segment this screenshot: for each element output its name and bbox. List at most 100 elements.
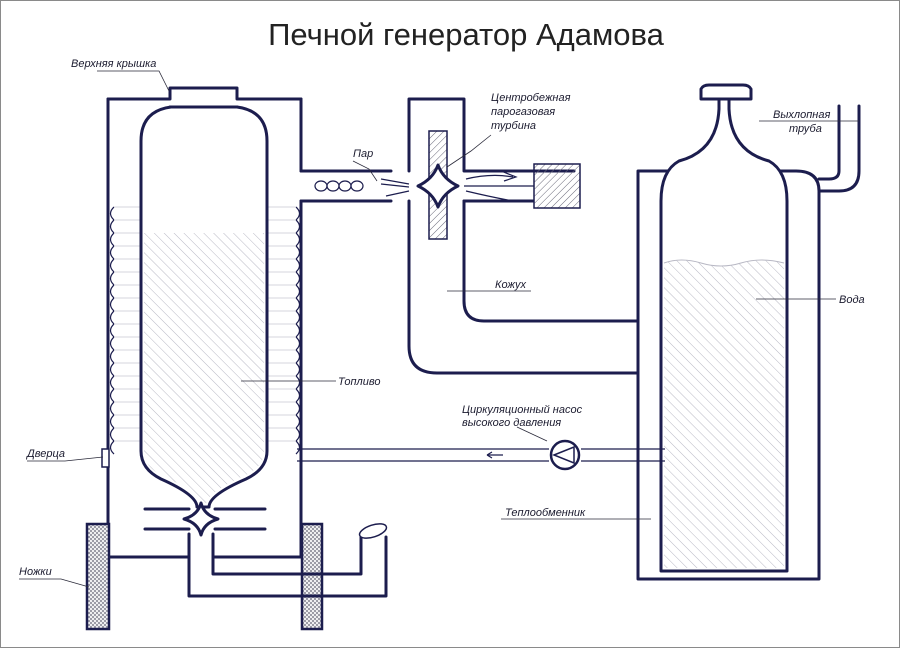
label-steam: Пар — [353, 148, 373, 160]
coil-left — [109, 206, 143, 455]
water-fill — [664, 260, 784, 568]
steam-line — [299, 169, 410, 203]
coil-loop — [295, 375, 301, 390]
coil-loop — [109, 297, 115, 312]
coil-loop — [295, 219, 301, 234]
steam-coil-loop — [314, 180, 328, 192]
coil-loop — [295, 245, 301, 260]
coil-loop — [295, 440, 301, 455]
turbine-exit-arrows — [465, 170, 518, 202]
label-exhaust-1: Выхлопная — [773, 109, 830, 121]
stove — [85, 86, 388, 631]
coil-loop — [109, 401, 115, 416]
nozzle-star — [182, 501, 220, 537]
leg-right — [300, 522, 324, 631]
pump-arrow — [551, 445, 575, 465]
turbine — [407, 97, 640, 375]
coil-loop — [109, 271, 115, 286]
coil-loop — [295, 206, 301, 221]
top-lid — [106, 86, 303, 101]
exhaust-pipe-inner — [817, 104, 841, 181]
turbine-impeller — [416, 163, 460, 209]
turbine-casing — [407, 97, 640, 375]
leader-turbine — [446, 134, 492, 168]
leader-steam — [352, 160, 378, 182]
coil-loop — [109, 349, 115, 364]
label-legs: Ножки — [19, 566, 52, 578]
coil-loop — [295, 297, 301, 312]
label-pump-1: Циркуляционный насос — [462, 404, 583, 416]
coil-loop — [295, 401, 301, 416]
coil-loop — [109, 284, 115, 299]
leader-top-lid — [97, 70, 170, 92]
coil-loop — [295, 284, 301, 299]
coil-loop — [295, 336, 301, 351]
bottom-pipe-outer — [187, 535, 388, 598]
leader-pump — [516, 426, 548, 442]
diagram-title: Печной генератор Адамова — [268, 17, 665, 52]
label-pump-2: высокого давления — [462, 417, 561, 429]
coil-loop — [109, 440, 115, 455]
bottle-cap — [699, 83, 753, 101]
heat-exchanger — [636, 104, 861, 581]
coil-right — [267, 206, 301, 455]
bottom-pipe-inner — [211, 535, 363, 576]
label-turbine-2: парогазовая — [491, 106, 555, 118]
door — [101, 448, 110, 468]
coil-loop — [109, 219, 115, 234]
coil-loop — [109, 375, 115, 390]
leader-lines — [19, 70, 859, 588]
coil-loop — [109, 245, 115, 260]
exchanger-outer-right — [636, 104, 861, 581]
coil-loop — [109, 206, 115, 221]
leg-left — [85, 522, 111, 631]
steam-coil-loop — [338, 180, 352, 192]
coil-loop — [109, 336, 115, 351]
coil-loop — [295, 323, 301, 338]
water-surface — [663, 259, 785, 267]
label-exhaust-2: труба — [789, 123, 822, 135]
coil-loop — [109, 232, 115, 247]
coil-loop — [109, 310, 115, 325]
leader-door — [27, 456, 104, 462]
label-turbine-1: Центробежная — [491, 92, 571, 104]
coil-loop — [295, 362, 301, 377]
label-casing: Кожух — [495, 279, 527, 291]
label-water: Вода — [839, 294, 865, 306]
coil-loop — [109, 362, 115, 377]
coil-loop — [295, 271, 301, 286]
coil-loop — [109, 414, 115, 429]
coil-loop — [295, 414, 301, 429]
label-heat-exchanger: Теплообменник — [505, 507, 586, 519]
steam-coil-loop — [350, 180, 364, 192]
steam-coil — [314, 180, 364, 192]
coil-loop — [109, 258, 115, 273]
coil-loop — [295, 258, 301, 273]
label-door: Дверца — [25, 448, 65, 460]
steam-coil-loop — [326, 180, 340, 192]
label-turbine-3: турбина — [491, 120, 536, 132]
stove-left-wall — [106, 97, 191, 559]
flow-arrow — [486, 451, 503, 459]
coil-loop — [295, 310, 301, 325]
stove-right-wall — [211, 97, 303, 559]
water-bottle — [659, 83, 789, 573]
coil-loop — [295, 427, 301, 442]
bottom-pipe-mouth — [358, 523, 388, 539]
label-top-lid: Верхняя крышка — [71, 58, 156, 70]
coil-loop — [109, 323, 115, 338]
exchanger-outer-top — [636, 169, 821, 323]
coil-loop — [295, 232, 301, 247]
coil-loop — [109, 388, 115, 403]
coil-loop — [295, 349, 301, 364]
coil-loop — [295, 388, 301, 403]
circulation-pipe — [297, 448, 665, 462]
coil-loop — [109, 427, 115, 442]
steam-flow-arrows — [380, 178, 410, 197]
generator-box — [533, 163, 581, 209]
circulation-line — [297, 439, 665, 471]
label-fuel: Топливо — [338, 376, 380, 388]
fuel-fill — [144, 233, 264, 504]
